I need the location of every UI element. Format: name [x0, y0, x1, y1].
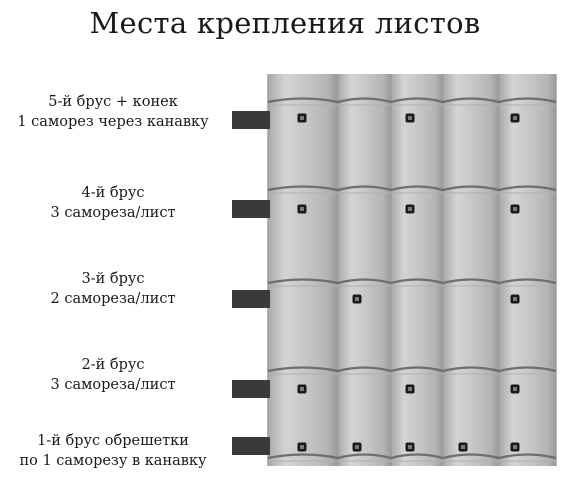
- row-label-line1: 2-й брус: [81, 357, 145, 373]
- sheet-wave: [338, 74, 391, 466]
- screw-head: [513, 387, 517, 391]
- batten: [232, 111, 270, 129]
- row-label-line1: 5-й брус + конек: [48, 94, 178, 110]
- diagram-title: Места крепления листов: [89, 6, 481, 40]
- screw-head: [300, 445, 304, 449]
- sheet-wave: [391, 74, 443, 466]
- row-label-3: 3-й брус 2 самореза/лист: [0, 269, 226, 309]
- screw-head: [513, 116, 517, 120]
- screw-head: [355, 445, 359, 449]
- row-label-4: 4-й брус 3 самореза/лист: [0, 183, 226, 223]
- sheet-step: [267, 366, 557, 373]
- screw-head: [408, 445, 412, 449]
- sheet-step: [267, 185, 557, 192]
- row-label-line2: 3 самореза/лист: [50, 377, 176, 393]
- row-label-line2: 1 саморез через канавку: [17, 114, 209, 130]
- sheet-wave: [443, 74, 499, 466]
- batten: [232, 200, 270, 218]
- sheet-wave: [499, 74, 556, 466]
- sheet-steps: [267, 97, 557, 462]
- sheet-wave: [268, 74, 338, 466]
- screw-head: [408, 116, 412, 120]
- row-label-line1: 4-й брус: [81, 185, 145, 201]
- screw-head: [461, 445, 465, 449]
- screw-head: [513, 445, 517, 449]
- screw-head: [513, 207, 517, 211]
- row-label-1: 1-й брус обрешетки по 1 саморезу в канав…: [0, 431, 226, 471]
- row-label-2: 2-й брус 3 самореза/лист: [0, 355, 226, 395]
- sheet-step: [267, 97, 557, 104]
- screw-head: [300, 116, 304, 120]
- screw-head: [355, 297, 359, 301]
- row-label-line2: 3 самореза/лист: [50, 205, 176, 221]
- batten: [232, 380, 270, 398]
- sheet-step: [267, 453, 557, 460]
- screw-head: [300, 207, 304, 211]
- row-label-line1: 3-й брус: [81, 271, 145, 287]
- batten: [232, 437, 270, 455]
- row-label-line2: 2 самореза/лист: [50, 291, 176, 307]
- row-label-5: 5-й брус + конек 1 саморез через канавку: [0, 92, 226, 132]
- row-label-line2: по 1 саморезу в канавку: [19, 453, 207, 469]
- battens: [232, 111, 270, 455]
- screw-head: [300, 387, 304, 391]
- screws: [297, 113, 520, 452]
- screw-head: [408, 387, 412, 391]
- row-label-line1: 1-й брус обрешетки: [37, 433, 189, 449]
- screw-head: [513, 297, 517, 301]
- batten: [232, 290, 270, 308]
- sheet-step: [267, 278, 557, 285]
- metal-sheet: [267, 74, 557, 466]
- screw-head: [408, 207, 412, 211]
